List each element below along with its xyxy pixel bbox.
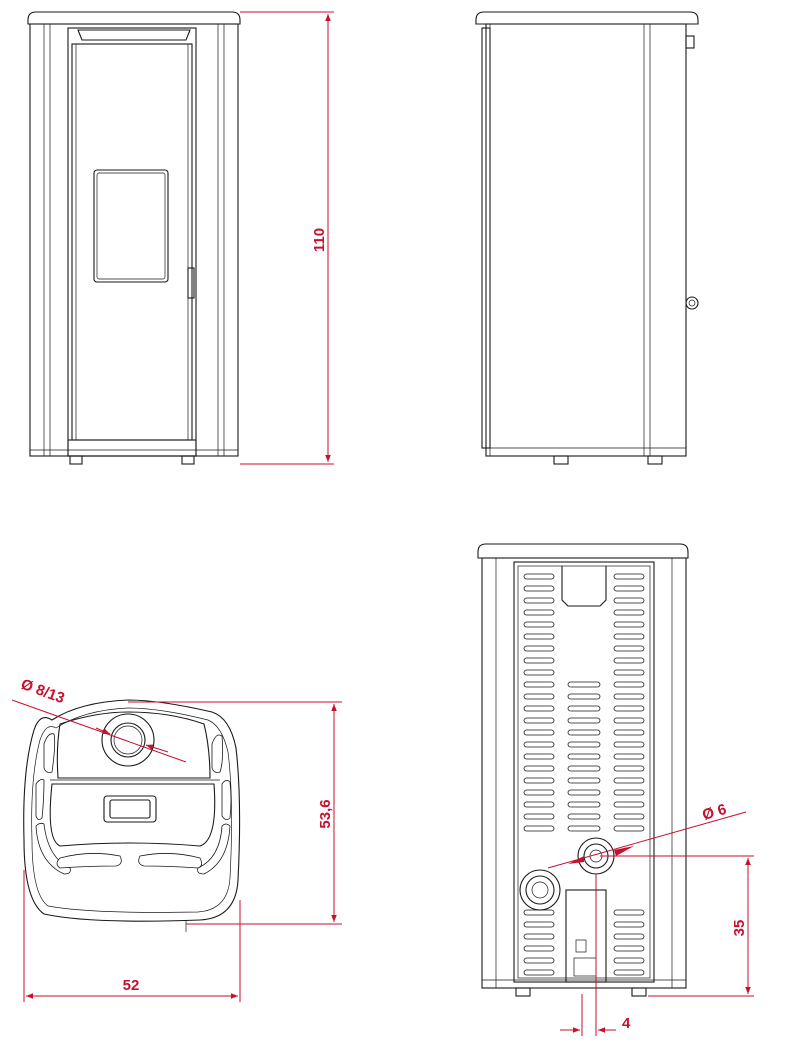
vent-slot xyxy=(613,585,645,592)
vent-slot xyxy=(613,945,645,952)
vent-slot xyxy=(567,729,601,736)
vent-slot xyxy=(613,705,645,712)
vent-slot xyxy=(523,969,555,976)
vent-slot xyxy=(613,693,645,700)
vent-slot xyxy=(523,609,555,616)
vent-slot xyxy=(613,921,645,928)
vent-slot xyxy=(613,909,645,916)
vent-slot xyxy=(523,597,555,604)
vent-slot xyxy=(613,813,645,820)
vent-slot xyxy=(613,681,645,688)
outlet-diameter-dimension: Ø 6 xyxy=(547,801,747,869)
vent-slot xyxy=(523,645,555,652)
vent-slot xyxy=(523,585,555,592)
vent-slot xyxy=(523,777,555,784)
depth-dimension: 53,6 xyxy=(128,701,342,925)
vent-slot xyxy=(523,909,555,916)
vent-slot xyxy=(567,741,601,748)
vent-slot xyxy=(613,777,645,784)
vent-slot xyxy=(567,801,601,808)
width-dimension: 52 xyxy=(23,870,241,1002)
vent-slot xyxy=(523,741,555,748)
vent-slot xyxy=(613,741,645,748)
vent-slot xyxy=(567,765,601,772)
vent-slot xyxy=(567,813,601,820)
vent-slot xyxy=(613,825,645,832)
vent-slot xyxy=(613,609,645,616)
vent-slots xyxy=(523,573,645,976)
vent-slot xyxy=(613,789,645,796)
vent-slot xyxy=(613,765,645,772)
width-label: 52 xyxy=(123,977,140,994)
vent-slot xyxy=(567,777,601,784)
outlet-diameter-label: Ø 6 xyxy=(700,801,728,824)
side-view xyxy=(475,11,699,465)
vent-slot xyxy=(613,597,645,604)
vent-slot xyxy=(523,681,555,688)
vent-slot xyxy=(523,765,555,772)
outlet-height-dimension: 35 xyxy=(600,855,754,997)
vent-slot xyxy=(613,729,645,736)
vent-slot xyxy=(567,693,601,700)
outlet-offset-dimension: 4 xyxy=(560,874,631,1036)
vent-slot xyxy=(613,621,645,628)
vent-slot xyxy=(523,933,555,940)
rear-view xyxy=(477,543,689,997)
height-label: 110 xyxy=(311,228,328,252)
vent-slot xyxy=(523,957,555,964)
vent-slot xyxy=(613,753,645,760)
depth-label: 53,6 xyxy=(317,799,334,828)
vent-slot xyxy=(523,669,555,676)
outlet-height-label: 35 xyxy=(731,920,748,937)
outlet-offset-label: 4 xyxy=(622,1015,631,1032)
vent-slot xyxy=(567,717,601,724)
height-dimension: 110 xyxy=(240,11,334,465)
vent-slot xyxy=(523,693,555,700)
vent-slot xyxy=(523,621,555,628)
vent-slot xyxy=(613,801,645,808)
vent-slot xyxy=(613,573,645,580)
vent-slot xyxy=(613,717,645,724)
vent-slot xyxy=(613,957,645,964)
vent-slot xyxy=(523,753,555,760)
vent-slot xyxy=(567,825,601,832)
vent-slot xyxy=(523,813,555,820)
vent-slot xyxy=(523,729,555,736)
vent-slot xyxy=(523,705,555,712)
vent-slot xyxy=(613,657,645,664)
vent-slot xyxy=(613,969,645,976)
vent-slot xyxy=(567,789,601,796)
vent-slot xyxy=(523,825,555,832)
vent-slot xyxy=(613,645,645,652)
vent-slot xyxy=(567,681,601,688)
vent-slot xyxy=(523,633,555,640)
vent-slot xyxy=(523,789,555,796)
vent-slot xyxy=(567,753,601,760)
top-view xyxy=(23,699,241,932)
vent-slot xyxy=(523,717,555,724)
vent-slot xyxy=(523,657,555,664)
vent-slot xyxy=(613,669,645,676)
vent-slot xyxy=(523,801,555,808)
vent-slot xyxy=(613,933,645,940)
vent-slot xyxy=(523,945,555,952)
front-view xyxy=(27,11,241,465)
vent-slot xyxy=(567,705,601,712)
vent-slot xyxy=(613,633,645,640)
flue-diameter-label: Ø 8/13 xyxy=(19,676,67,707)
vent-slot xyxy=(523,573,555,580)
vent-slot xyxy=(523,921,555,928)
